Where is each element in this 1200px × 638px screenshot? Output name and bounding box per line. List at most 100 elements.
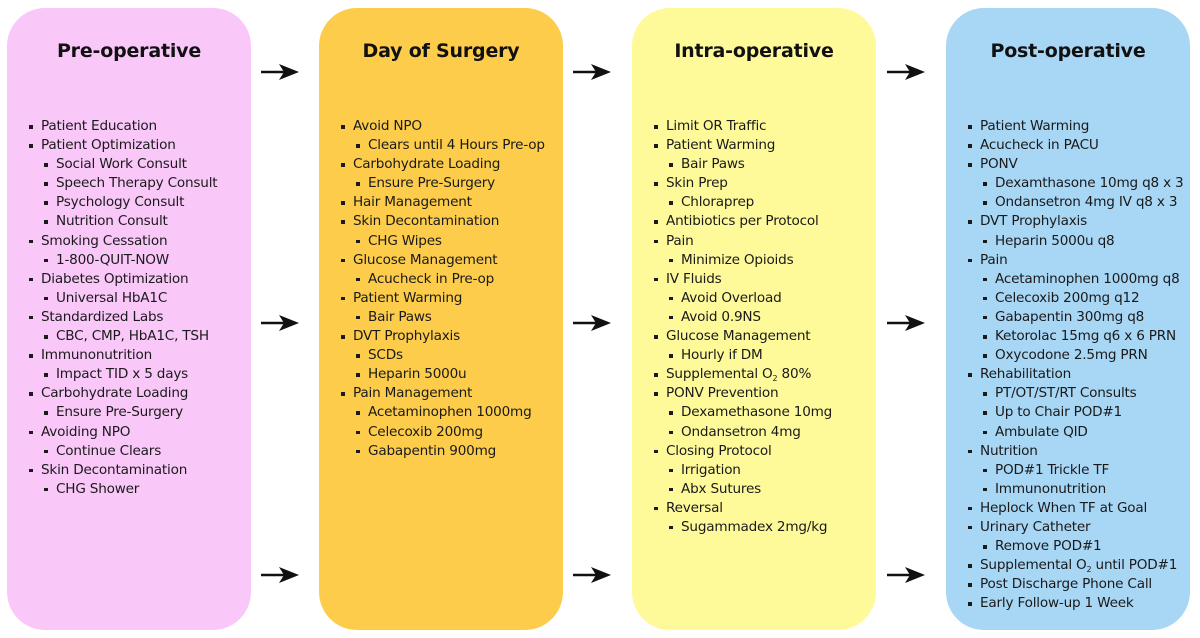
arrow-right-icon: [261, 64, 299, 80]
item-text: Sugammadex 2mg/kg: [681, 518, 828, 535]
item-text: Heparin 5000u: [368, 366, 467, 383]
item-text: Skin Decontamination: [41, 461, 188, 478]
arrow-right-icon: [887, 315, 925, 331]
item-text: Heparin 5000u q8: [995, 232, 1115, 249]
item-text: Carbohydrate Loading: [353, 156, 501, 173]
item-text: Celecoxib 200mg: [368, 423, 483, 440]
item-text: Psychology Consult: [56, 194, 185, 211]
sub-list-item: Irrigation: [652, 461, 872, 480]
item-text: Reversal: [666, 499, 723, 516]
sub-list-item: Heparin 5000u q8: [966, 232, 1186, 251]
arrow-right-icon: [573, 567, 611, 583]
item-text: Pain: [980, 251, 1008, 268]
item-text: CHG Wipes: [368, 232, 442, 249]
list-item: Glucose Management: [339, 251, 559, 270]
list-item: Diabetes Optimization: [27, 270, 247, 289]
item-text: CBC, CMP, HbA1C, TSH: [56, 328, 209, 345]
sub-list-item: Ensure Pre-Surgery: [339, 174, 559, 193]
item-text: Impact TID x 5 days: [56, 366, 189, 383]
list-item: DVT Prophylaxis: [339, 327, 559, 346]
sub-list-item: Ambulate QID: [966, 423, 1186, 442]
list-item: Patient Optimization: [27, 136, 247, 155]
arrow-right-icon: [261, 567, 299, 583]
item-text: Closing Protocol: [666, 442, 772, 459]
item-text: CHG Shower: [56, 480, 140, 497]
item-text-suffix: until POD#1: [1091, 557, 1178, 574]
sub-list-item: Avoid 0.9NS: [652, 308, 872, 327]
sub-list-item: Hourly if DM: [652, 346, 872, 365]
item-text: DVT Prophylaxis: [353, 328, 461, 345]
item-text: Bair Paws: [681, 156, 745, 173]
item-text: Universal HbA1C: [56, 289, 168, 306]
item-text: Ensure Pre-Surgery: [368, 175, 496, 192]
list-item: Reversal: [652, 499, 872, 518]
list-item: Supplemental O2 until POD#1: [966, 556, 1186, 575]
sub-list-item: SCDs: [339, 346, 559, 365]
subscript: 2: [772, 374, 778, 384]
item-text: Heplock When TF at Goal: [980, 499, 1148, 516]
list-item: Carbohydrate Loading: [27, 384, 247, 403]
item-text: Ambulate QID: [995, 423, 1088, 440]
sub-list-item: Minimize Opioids: [652, 251, 872, 270]
list-item: Pain: [966, 251, 1186, 270]
sub-list-item: Avoid Overload: [652, 289, 872, 308]
list-item: Smoking Cessation: [27, 232, 247, 251]
sub-list-item: Abx Sutures: [652, 480, 872, 499]
sub-list-item: Nutrition Consult: [27, 212, 247, 231]
sub-list-item: Sugammadex 2mg/kg: [652, 518, 872, 537]
sub-list-item: Universal HbA1C: [27, 289, 247, 308]
sub-list-item: Clears until 4 Hours Pre-op: [339, 136, 559, 155]
sub-list-item: Ondansetron 4mg: [652, 423, 872, 442]
sub-list-item: Bair Paws: [339, 308, 559, 327]
item-text: Glucose Management: [666, 328, 811, 345]
column-title: Post-operative: [990, 40, 1146, 62]
sub-list-item: Bair Paws: [652, 155, 872, 174]
item-text: Supplemental O: [980, 557, 1087, 574]
item-text: Nutrition Consult: [56, 213, 168, 230]
subscript: 2: [1086, 565, 1092, 575]
arrow-right-icon: [573, 64, 611, 80]
item-text: Dexamthasone 10mg q8 x 3: [995, 175, 1184, 192]
sub-list-item: Acucheck in Pre-op: [339, 270, 559, 289]
sub-list-item: Psychology Consult: [27, 193, 247, 212]
item-text: POD#1 Trickle TF: [995, 461, 1110, 478]
arrow-right-icon: [887, 64, 925, 80]
sub-list-item: Continue Clears: [27, 442, 247, 461]
item-text: Acucheck in PACU: [980, 137, 1099, 154]
item-text: Patient Warming: [353, 289, 463, 306]
item-text: Early Follow-up 1 Week: [980, 595, 1134, 612]
item-text: Oxycodone 2.5mg PRN: [995, 347, 1148, 364]
item-text: PT/OT/ST/RT Consults: [995, 385, 1137, 402]
item-text: Antibiotics per Protocol: [666, 213, 819, 230]
sub-list-item: CHG Wipes: [339, 232, 559, 251]
item-text: Remove POD#1: [995, 538, 1102, 555]
item-text: Limit OR Traffic: [666, 118, 767, 134]
item-text: Patient Education: [41, 118, 157, 134]
item-text: Social Work Consult: [56, 156, 187, 173]
item-text: Nutrition: [980, 442, 1038, 459]
sub-list-item: Gabapentin 300mg q8: [966, 308, 1186, 327]
sub-list-item: 1-800-QUIT-NOW: [27, 251, 247, 270]
item-text: Ensure Pre-Surgery: [56, 404, 184, 421]
item-text: Avoid NPO: [353, 118, 422, 134]
item-text: Urinary Catheter: [980, 518, 1091, 535]
list-item: Skin Decontamination: [27, 461, 247, 480]
sub-list-item: PT/OT/ST/RT Consults: [966, 384, 1186, 403]
sub-list-item: CBC, CMP, HbA1C, TSH: [27, 327, 247, 346]
sub-list-item: Heparin 5000u: [339, 365, 559, 384]
item-text: Chloraprep: [681, 194, 755, 211]
item-text: Minimize Opioids: [681, 251, 794, 268]
item-text: Clears until 4 Hours Pre-op: [368, 137, 545, 154]
column-title: Pre-operative: [56, 40, 202, 62]
sub-list-item: Ketorolac 15mg q6 x 6 PRN: [966, 327, 1186, 346]
list-item: Heplock When TF at Goal: [966, 499, 1186, 518]
item-text: Patient Optimization: [41, 137, 176, 154]
arrow-right-icon: [887, 567, 925, 583]
item-text: Carbohydrate Loading: [41, 385, 189, 402]
sub-list-item: Social Work Consult: [27, 155, 247, 174]
list-item: Post Discharge Phone Call: [966, 575, 1186, 594]
sub-list-item: Celecoxib 200mg q12: [966, 289, 1186, 308]
item-text: DVT Prophylaxis: [980, 213, 1088, 230]
